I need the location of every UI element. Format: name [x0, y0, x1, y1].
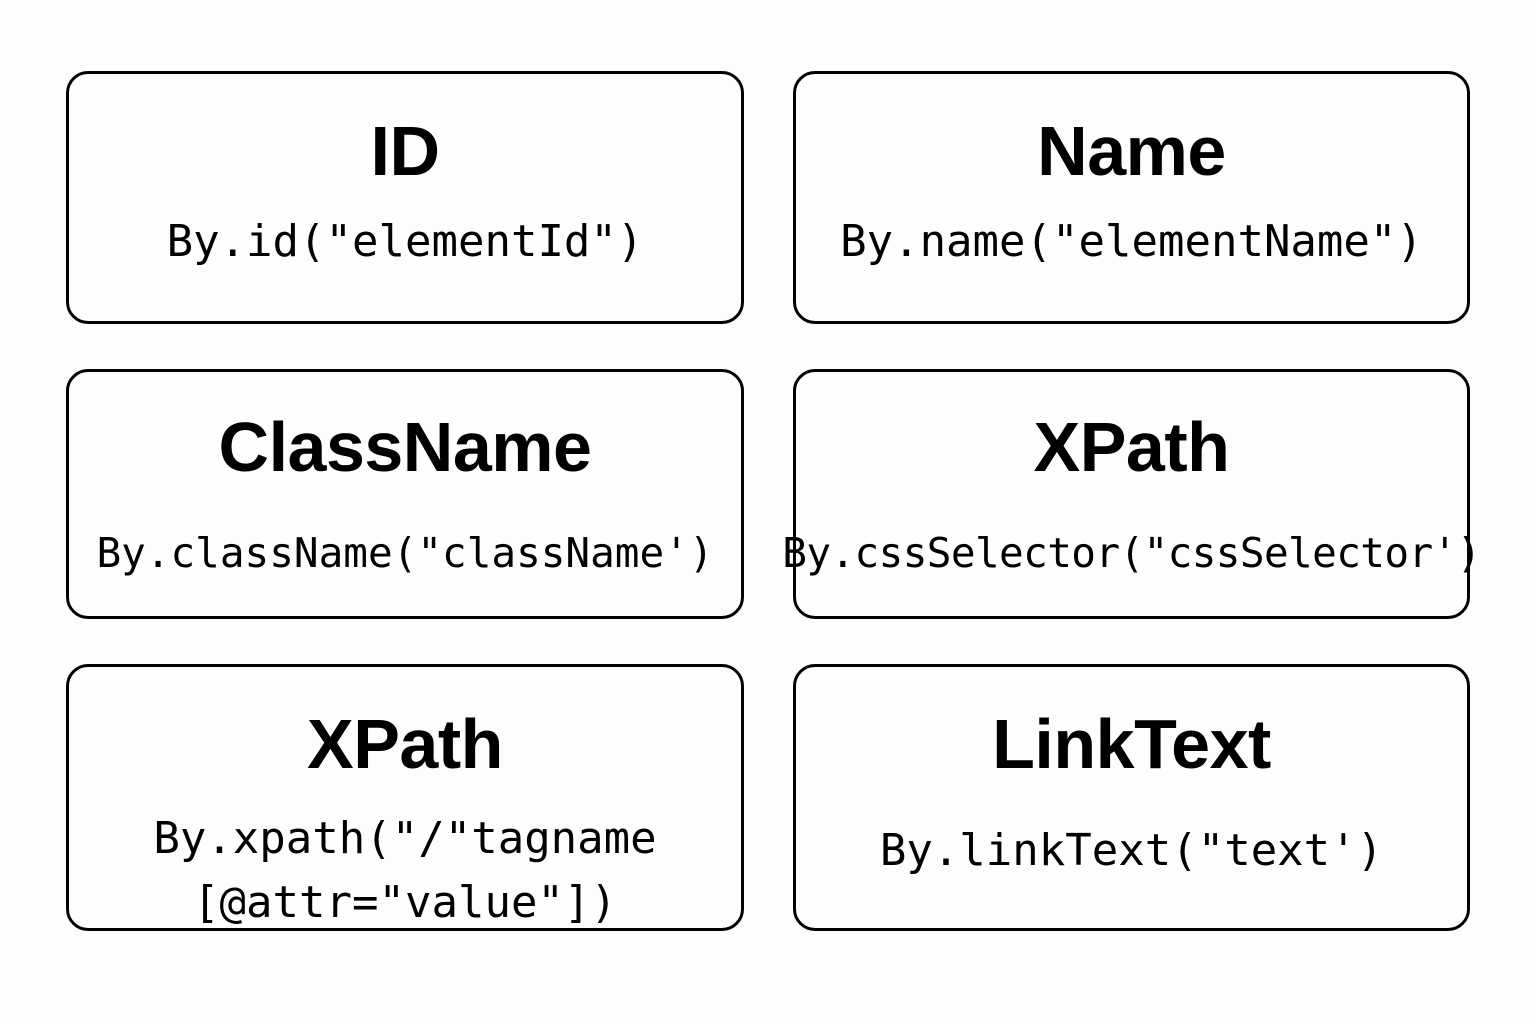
locator-card-xpath-cssselector[interactable]: XPath By.cssSelector("cssSelector'): [782, 369, 1481, 619]
locator-card-code: By.linkText("text'): [879, 825, 1384, 876]
locator-card-code: By.cssSelector("cssSelector'): [782, 529, 1481, 577]
locator-card-id[interactable]: ID By.id("elementId"): [66, 71, 744, 324]
locator-card-classname[interactable]: ClassName By.className("className'): [66, 369, 744, 619]
locator-card-title: Name: [1037, 112, 1226, 190]
locator-card-code: By.id("elementId"): [166, 216, 644, 267]
locator-card-title: ID: [370, 112, 441, 190]
locator-card-code: By.name("elementName"): [840, 216, 1423, 267]
locator-card-title: LinkText: [992, 705, 1271, 783]
locator-card-code: By.className("className'): [96, 529, 714, 577]
locator-card-title: ClassName: [218, 408, 592, 486]
locator-card-title: XPath: [307, 705, 503, 783]
locator-card-grid: ID By.id("elementId") Name By.name("elem…: [66, 71, 1481, 935]
locator-card-linktext[interactable]: LinkText By.linkText("text'): [793, 664, 1470, 931]
locator-card-name[interactable]: Name By.name("elementName"): [793, 71, 1470, 324]
locator-card-code: By.xpath("/"tagname [@attr="value"]): [153, 813, 657, 928]
locator-card-title: XPath: [1033, 408, 1230, 486]
locator-card-xpath-attribute[interactable]: XPath By.xpath("/"tagname [@attr="value"…: [66, 664, 744, 931]
